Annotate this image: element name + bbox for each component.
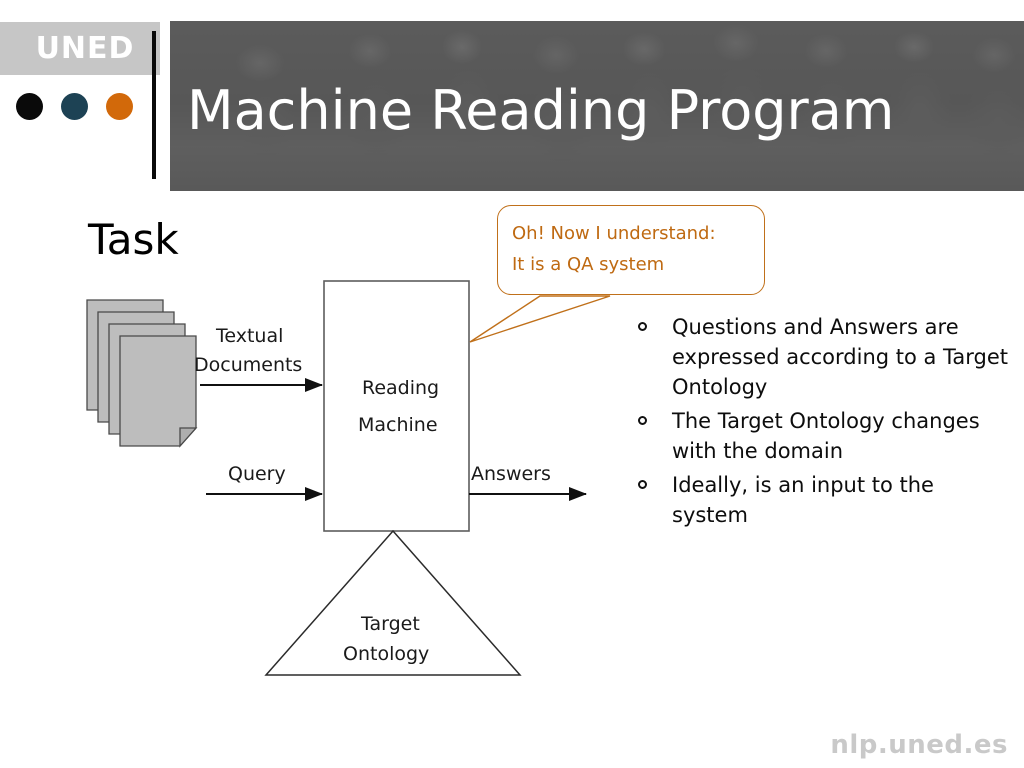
speech-bubble-text: Oh! Now I understand: It is a QA system xyxy=(512,223,716,275)
arrow-label-textual: Textual xyxy=(215,325,283,347)
header-vertical-rule xyxy=(152,31,156,179)
page-title: Machine Reading Program xyxy=(187,79,895,142)
target-ontology-label-line1: Target xyxy=(360,613,420,635)
target-ontology-triangle xyxy=(264,529,522,676)
reading-machine-label-line2: Machine xyxy=(358,414,438,436)
bullet-list: Questions and Answers are expressed acco… xyxy=(636,312,1016,534)
arrow-label-query: Query xyxy=(228,463,286,485)
ring-bullet-icon xyxy=(638,322,647,331)
speech-bubble: Oh! Now I understand: It is a QA system xyxy=(497,205,765,295)
uned-logo: UNED xyxy=(0,0,165,180)
logo-dot-orange xyxy=(106,93,133,120)
footer-url: nlp.uned.es xyxy=(830,730,1008,760)
task-diagram: Textual Documents Query Reading Machine … xyxy=(86,280,587,676)
title-background-photo xyxy=(170,21,1024,191)
section-heading: Task xyxy=(88,215,179,264)
arrow-label-documents: Documents xyxy=(194,354,302,376)
target-ontology-label-line2: Ontology xyxy=(343,643,429,665)
list-item-label: Questions and Answers are expressed acco… xyxy=(672,315,1009,399)
list-item: Questions and Answers are expressed acco… xyxy=(636,312,1016,402)
uned-logo-bar xyxy=(0,22,160,75)
list-item-label: The Target Ontology changes with the dom… xyxy=(672,409,980,463)
list-item: Ideally, is an input to the system xyxy=(636,470,1016,530)
logo-dot-teal xyxy=(61,93,88,120)
list-item: The Target Ontology changes with the dom… xyxy=(636,406,1016,466)
ring-bullet-icon xyxy=(638,416,647,425)
reading-machine-label-line1: Reading xyxy=(362,377,439,399)
ring-bullet-icon xyxy=(638,480,647,489)
list-item-label: Ideally, is an input to the system xyxy=(672,473,934,527)
title-banner: Machine Reading Program xyxy=(170,21,1024,191)
uned-wordmark: UNED xyxy=(35,31,135,66)
textual-documents-stack-icon xyxy=(86,299,198,448)
arrow-label-answers: Answers xyxy=(471,463,551,485)
logo-dot-black xyxy=(16,93,43,120)
reading-machine-box xyxy=(323,280,470,532)
